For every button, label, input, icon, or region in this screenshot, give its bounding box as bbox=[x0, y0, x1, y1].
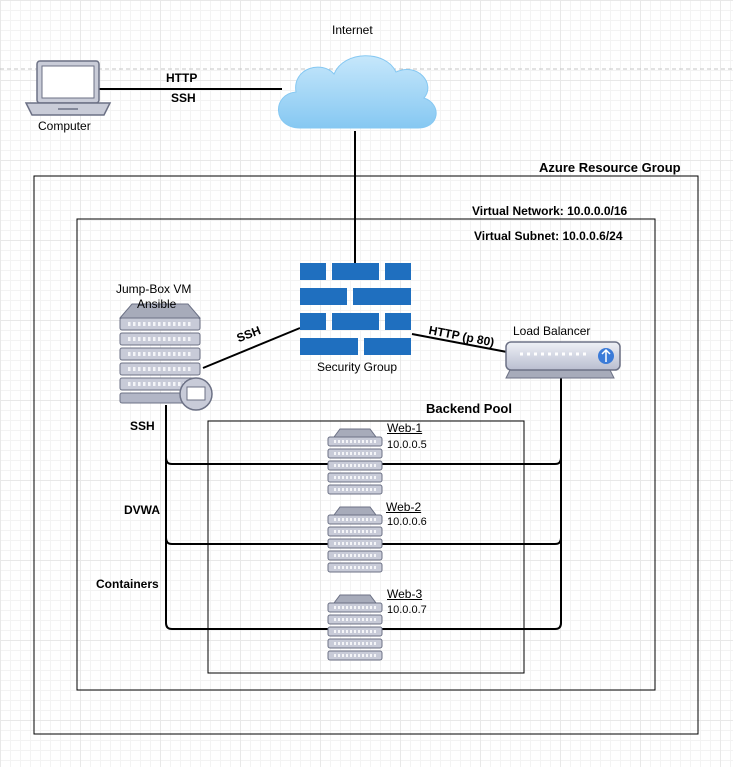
rail-ssh-label: SSH bbox=[130, 419, 155, 433]
internet-label: Internet bbox=[332, 23, 373, 37]
subnet-label: Virtual Subnet: 10.0.0.6/24 bbox=[474, 229, 623, 243]
vnet-box bbox=[76, 218, 656, 691]
load-balancer-label: Load Balancer bbox=[513, 324, 591, 338]
jumpbox-server-icon bbox=[118, 303, 213, 411]
resource-group-label: Azure Resource Group bbox=[539, 160, 681, 175]
web3-server-icon bbox=[326, 594, 384, 662]
web1-server-icon bbox=[326, 428, 384, 496]
rail-dvwa-label: DVWA bbox=[124, 503, 160, 517]
web2-server-icon bbox=[326, 506, 384, 574]
security-group-label: Security Group bbox=[317, 360, 398, 374]
computer-label: Computer bbox=[38, 119, 91, 133]
web3-name: Web-3 bbox=[387, 587, 423, 601]
backend-pool-box bbox=[207, 420, 525, 674]
jumpbox-firewall-link bbox=[202, 327, 301, 369]
laptop-icon bbox=[24, 60, 112, 116]
load-balancer-icon bbox=[505, 341, 621, 379]
resource-group-box bbox=[33, 175, 699, 735]
web3-ip: 10.0.0.7 bbox=[387, 604, 427, 616]
cloud-icon bbox=[278, 55, 437, 129]
firewall-lb-link bbox=[411, 333, 508, 353]
ssh-link-label: SSH bbox=[171, 91, 196, 105]
vnet-label: Virtual Network: 10.0.0.0/16 bbox=[472, 204, 628, 218]
http-link-label: HTTP bbox=[166, 71, 198, 85]
web2-name: Web-2 bbox=[386, 500, 422, 514]
web1-name: Web-1 bbox=[387, 421, 423, 435]
backend-pool-label: Backend Pool bbox=[426, 401, 512, 416]
jumpbox-label-line2: Ansible bbox=[137, 297, 177, 311]
web1-ip: 10.0.0.5 bbox=[387, 439, 427, 451]
web2-ip: 10.0.0.6 bbox=[387, 516, 427, 528]
firewall-icon bbox=[300, 263, 411, 355]
rail-containers-label: Containers bbox=[96, 577, 159, 591]
jumpbox-label-line1: Jump-Box VM bbox=[116, 282, 192, 296]
